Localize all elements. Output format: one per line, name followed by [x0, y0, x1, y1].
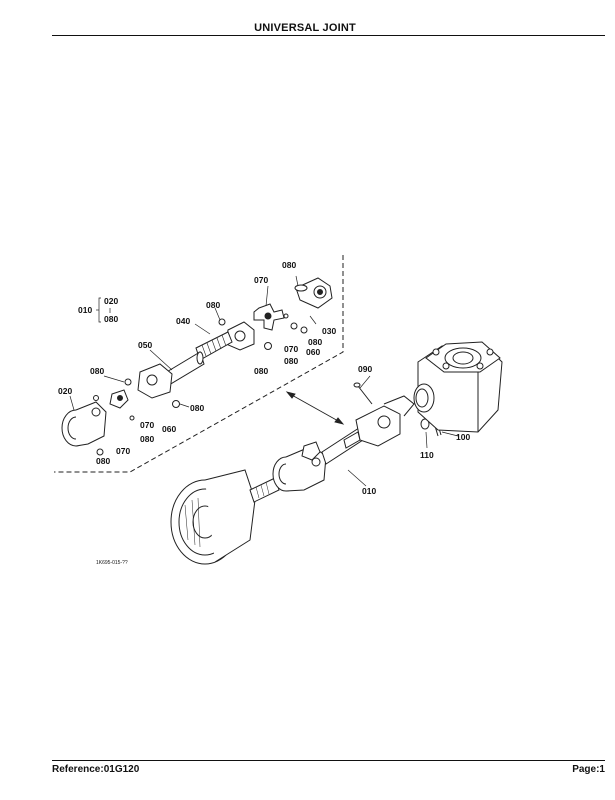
gearbox	[413, 341, 503, 433]
group-bracket	[96, 297, 111, 323]
callout-050: 050	[138, 340, 152, 350]
callout-030: 030	[322, 326, 336, 336]
callout-060-right: 060	[306, 347, 320, 357]
callout-080-left-top: 080	[90, 366, 104, 376]
callout-070-right: 070	[284, 344, 298, 354]
reference-label: Reference:01G120	[52, 764, 140, 775]
callout-110: 110	[420, 450, 434, 460]
header-rule	[52, 35, 605, 36]
callout-080-group: 080	[104, 314, 118, 324]
callout-080-top: 080	[282, 260, 296, 270]
exploded-shaft-upper	[61, 277, 333, 456]
callout-080-right-2: 080	[284, 356, 298, 366]
page-title: UNIVERSAL JOINT	[254, 22, 356, 34]
callout-080-mid: 080	[206, 300, 220, 310]
callout-100: 100	[456, 432, 470, 442]
detail-boundary	[54, 255, 344, 473]
callouts: 010 020 080 080 070 080 040 030 080 070 …	[58, 260, 470, 496]
page-number: Page:1	[572, 764, 605, 775]
callout-080-bottom-mid: 080	[254, 366, 268, 376]
footer-rule	[52, 760, 605, 761]
callout-070-top: 070	[254, 275, 268, 285]
assembled-shaft-lower	[170, 382, 442, 565]
callout-020: 020	[58, 386, 72, 396]
callout-090: 090	[358, 364, 372, 374]
callout-040: 040	[176, 316, 190, 326]
leader-lines	[69, 275, 459, 487]
callout-080-low: 080	[96, 456, 110, 466]
callout-080-mid-2: 080	[140, 434, 154, 444]
callout-080-side: 080	[190, 403, 204, 413]
callout-020-group: 020	[104, 296, 118, 306]
callout-070-low: 070	[116, 446, 130, 456]
drawing-code: 1K695-015-??	[96, 560, 128, 566]
explode-arrow	[285, 391, 345, 425]
callout-070-mid: 070	[140, 420, 154, 430]
callout-060-mid: 060	[162, 424, 176, 434]
callout-010-main: 010	[362, 486, 376, 496]
callout-080-right-1: 080	[308, 337, 322, 347]
callout-010-group: 010	[78, 305, 92, 315]
